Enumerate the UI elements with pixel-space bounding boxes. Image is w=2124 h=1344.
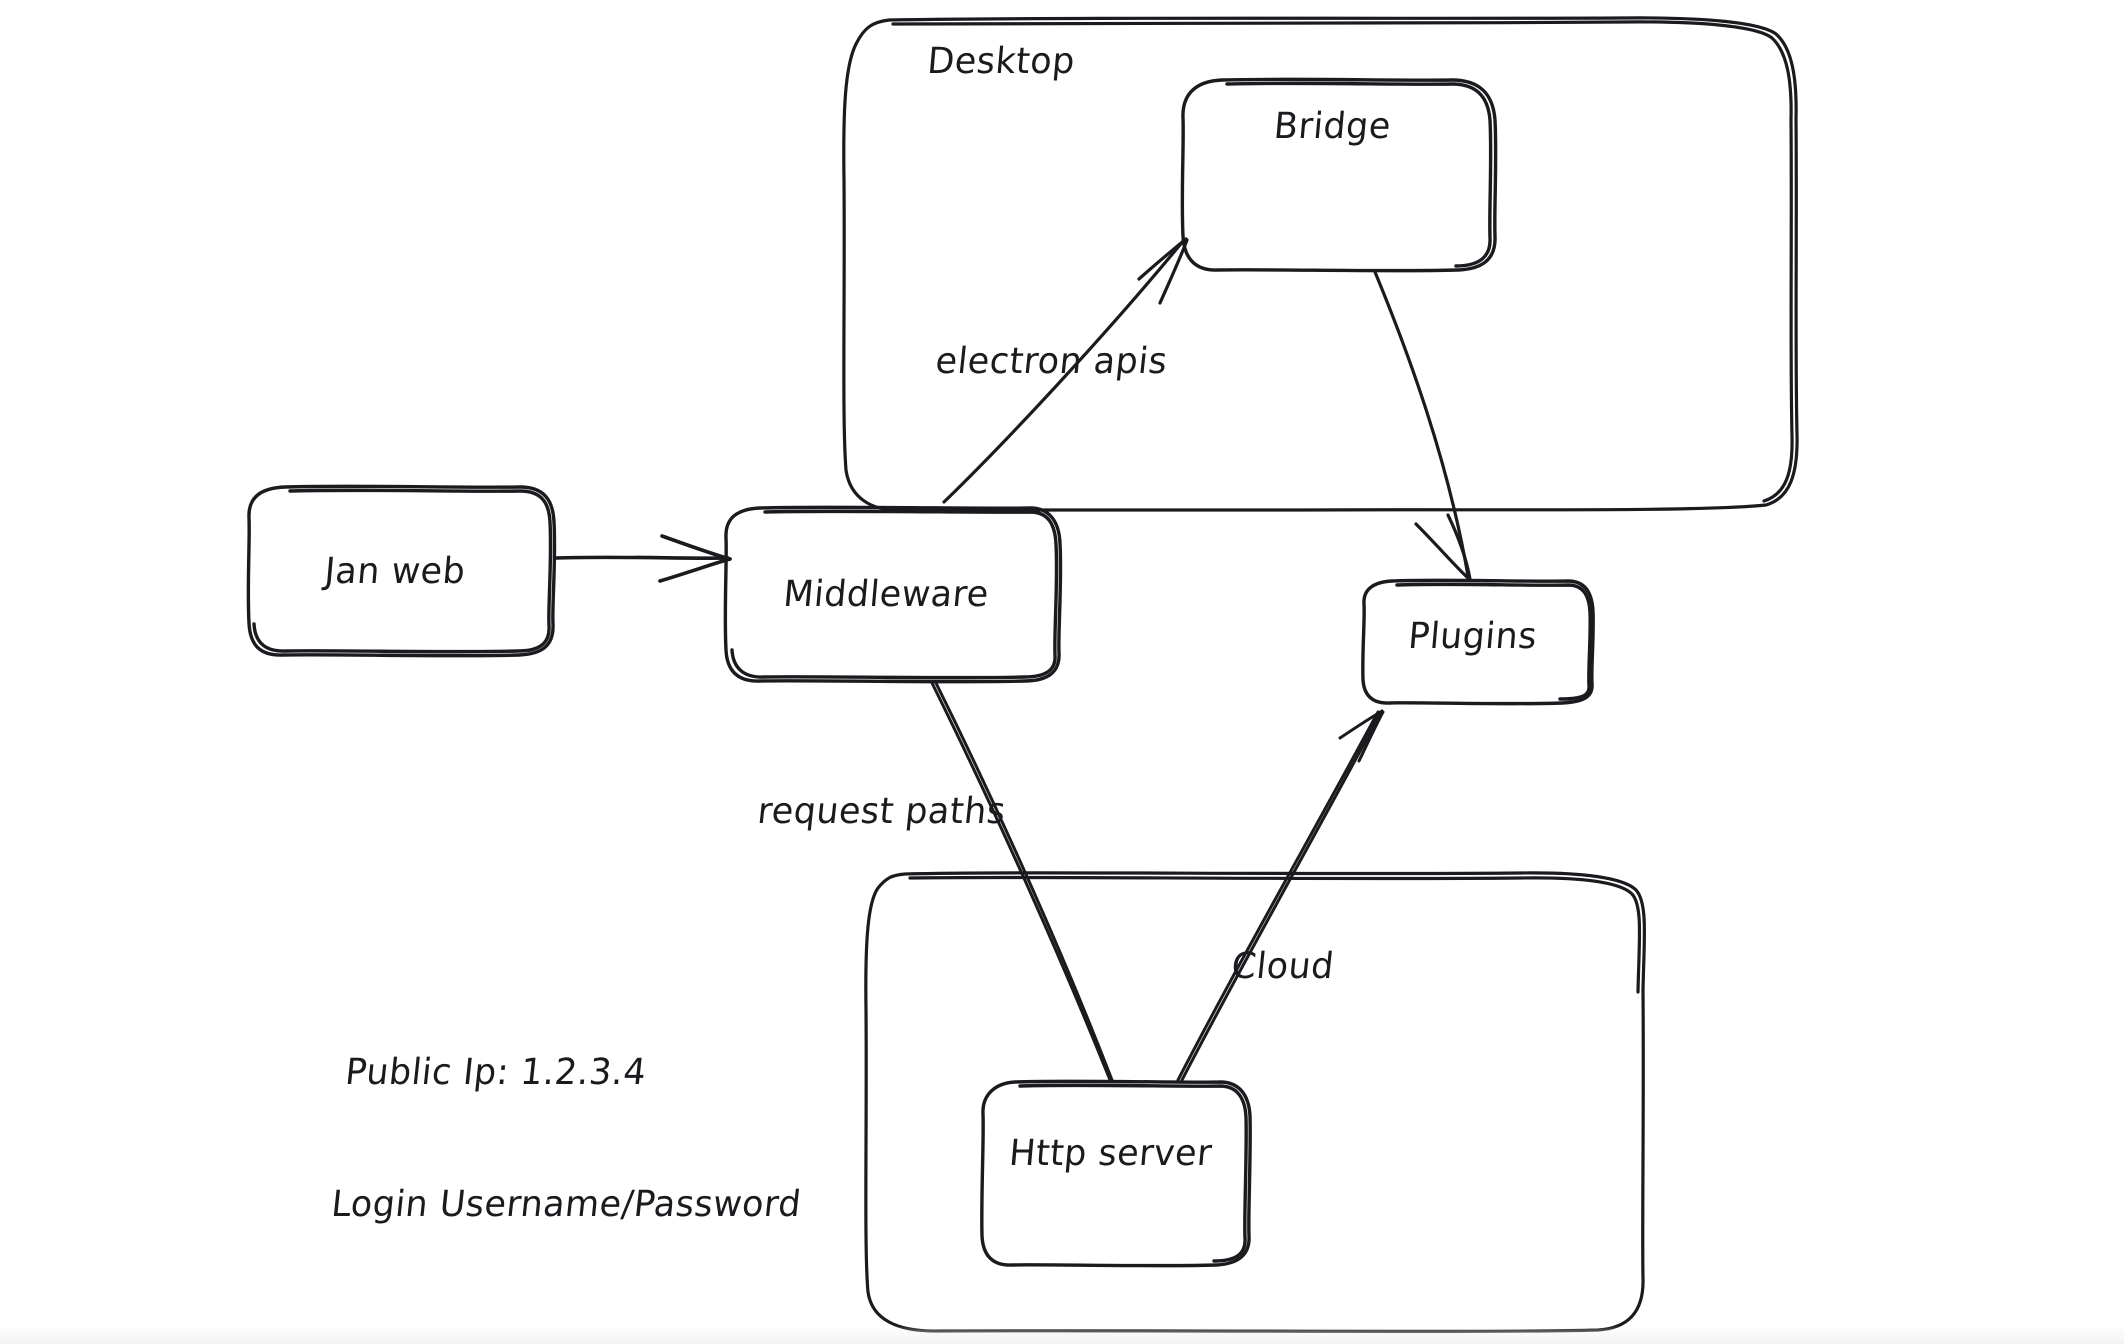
node-middleware-outline bbox=[723, 505, 1063, 684]
node-plugins-outline bbox=[1361, 578, 1595, 706]
note-line-public-ip: Public Ip: 1.2.3.4 bbox=[343, 1051, 649, 1093]
group-label-desktop: Desktop bbox=[925, 41, 1077, 82]
node-label-http-server[interactable]: Http server bbox=[1007, 1133, 1214, 1174]
node-label-bridge[interactable]: Bridge bbox=[1272, 106, 1393, 147]
node-label-middleware[interactable]: Middleware bbox=[781, 574, 991, 615]
edge-middleware-bridge bbox=[942, 237, 1189, 504]
edge-bridge-plugins bbox=[1373, 270, 1472, 581]
note-public-ip-credentials: Public Ip: 1.2.3.4 Login Username/Passwo… bbox=[320, 963, 826, 1314]
node-bridge-outline bbox=[1180, 77, 1498, 273]
note-line-login: Login Username/Password bbox=[329, 1183, 804, 1225]
edge-janweb-middleware bbox=[554, 534, 732, 583]
edge-middleware-httpserver bbox=[930, 681, 1114, 1082]
edge-label-cloud: Cloud bbox=[1229, 946, 1337, 987]
node-label-jan-web[interactable]: Jan web bbox=[322, 551, 468, 592]
edge-label-request-paths: request paths bbox=[755, 791, 1008, 832]
node-jan-web-outline bbox=[246, 484, 557, 658]
group-desktop-outline bbox=[842, 16, 1799, 512]
edge-httpserver-plugins bbox=[1176, 709, 1385, 1082]
bottom-edge-fade bbox=[0, 1326, 2124, 1344]
node-label-plugins[interactable]: Plugins bbox=[1406, 616, 1539, 657]
node-http-server-outline bbox=[980, 1079, 1252, 1268]
edge-label-electron-apis: electron apis bbox=[933, 341, 1170, 382]
